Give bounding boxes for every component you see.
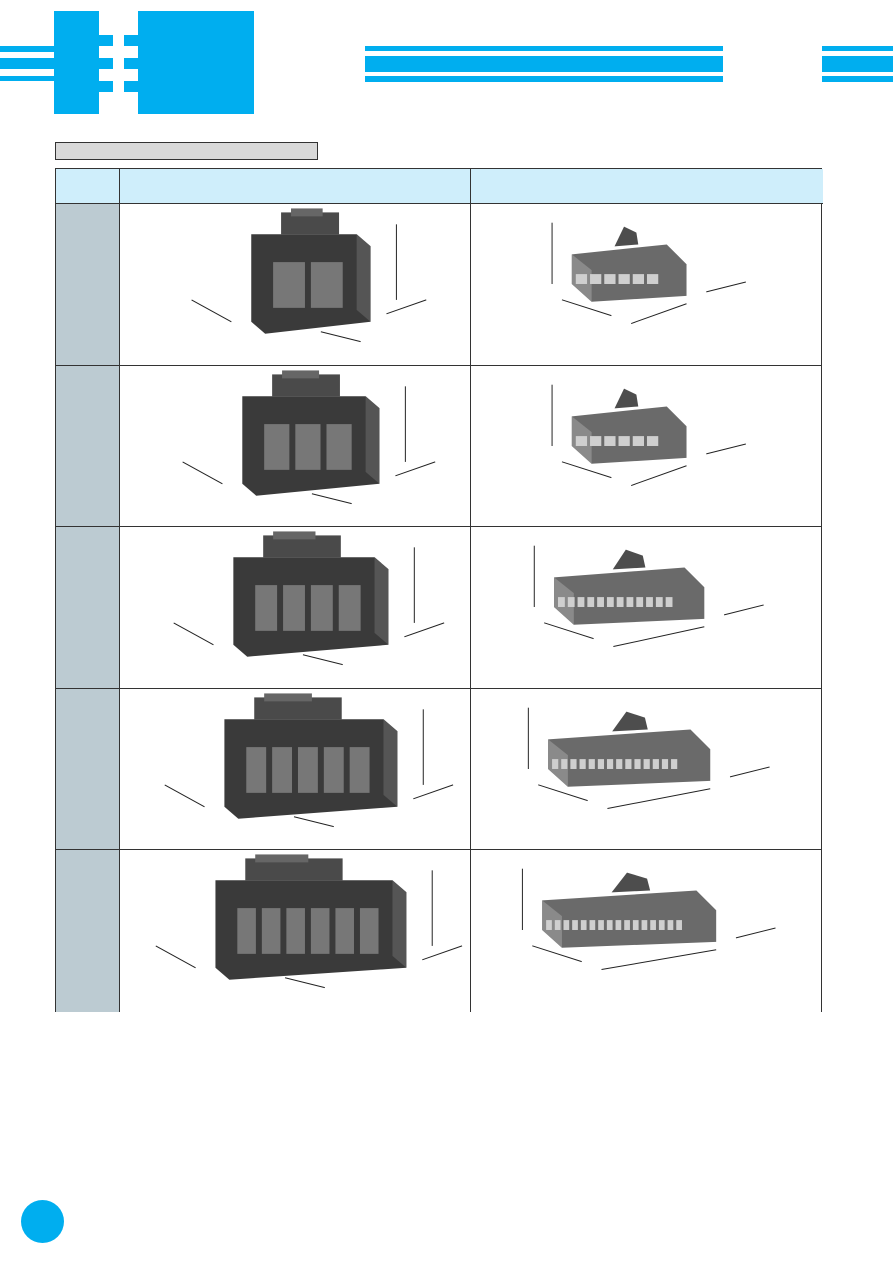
- plug-image-cell: [120, 850, 471, 1012]
- plug-image-cell: [120, 366, 471, 527]
- receptacle-image-cell: [471, 689, 821, 850]
- header-stripe-right-mid: [822, 56, 893, 72]
- plug-image-cell: [120, 204, 471, 366]
- plug-connector-icon: [182, 370, 436, 505]
- column-header-receptacle: [471, 169, 823, 204]
- row-label: [56, 366, 120, 527]
- page-number-badge: [21, 1200, 64, 1243]
- column-header-label: [56, 169, 120, 204]
- header-stripe-right-bottom: [822, 76, 893, 82]
- plug-image-cell: [120, 689, 471, 850]
- plug-connector-icon: [191, 208, 427, 343]
- logo-left-block: [54, 11, 99, 114]
- receptacle-connector-icon: [533, 545, 764, 648]
- plug-connector-icon: [173, 531, 445, 666]
- header-stripe-mid: [365, 56, 723, 72]
- header-stripe-top: [365, 46, 723, 51]
- receptacle-image-cell: [471, 850, 821, 1012]
- receptacle-image-cell: [471, 527, 821, 689]
- row-label: [56, 689, 120, 850]
- receptacle-connector-icon: [527, 707, 770, 810]
- plug-connector-icon: [164, 693, 454, 828]
- column-header-plug: [120, 169, 471, 204]
- header-stripe-bottom: [365, 76, 723, 82]
- receptacle-image-cell: [471, 204, 821, 366]
- left-stripe-1: [0, 46, 54, 52]
- left-stripe-2: [0, 58, 54, 69]
- receptacle-connector-icon: [551, 384, 746, 486]
- row-label: [56, 527, 120, 689]
- receptacle-connector-icon: [521, 868, 776, 971]
- row-label: [56, 204, 120, 366]
- header-stripe-right-top: [822, 46, 893, 51]
- section-title: [55, 142, 318, 160]
- logo-right-block: [138, 11, 254, 114]
- row-label: [56, 850, 120, 1012]
- plug-connector-icon: [155, 854, 463, 989]
- receptacle-image-cell: [471, 366, 821, 527]
- plug-image-cell: [120, 527, 471, 689]
- left-stripe-3: [0, 76, 54, 81]
- logo-gap: [113, 35, 124, 92]
- receptacle-connector-icon: [551, 222, 746, 324]
- connector-table: [55, 168, 823, 1012]
